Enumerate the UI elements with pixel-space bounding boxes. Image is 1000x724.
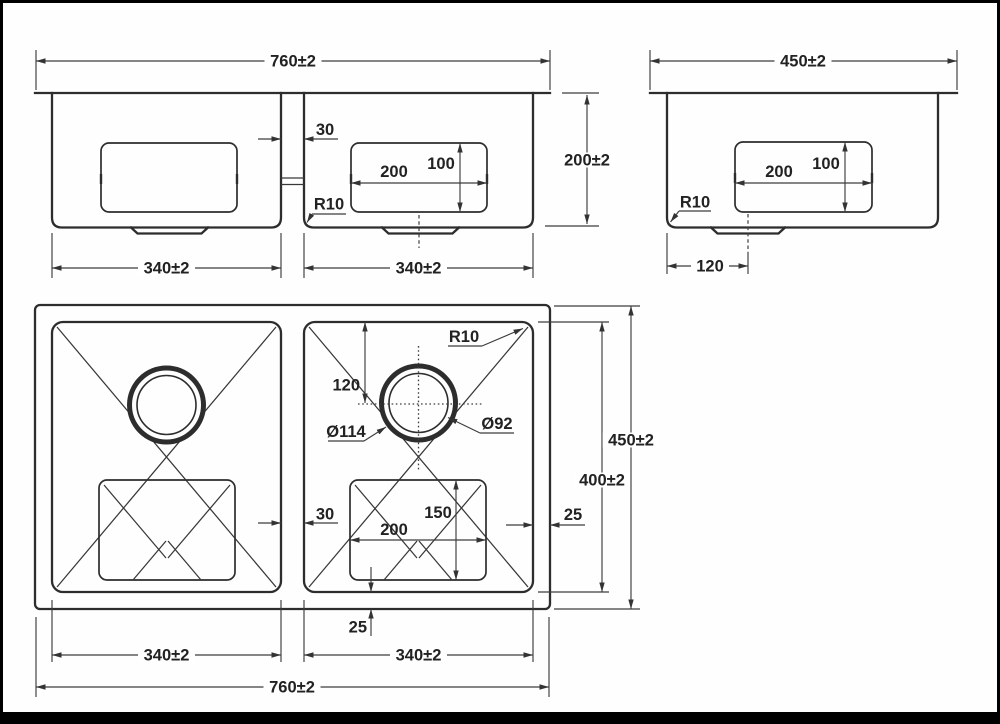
front-plate-height-label: 100 xyxy=(427,155,455,173)
plan-overall-width-label: 760±2 xyxy=(269,679,315,697)
plan-overall-depth-label: 450±2 xyxy=(608,432,654,450)
plan-flange-leader xyxy=(363,426,387,442)
plan-plate-height-label: 150 xyxy=(424,504,452,522)
front-left-drain-bump xyxy=(129,225,210,235)
front-bowl-extension-lines xyxy=(51,233,534,278)
side-drain-offset-label: 120 xyxy=(696,258,724,276)
plan-right-plate-diagonals xyxy=(354,484,482,581)
label-mask xyxy=(263,679,321,695)
front-divider-seam-lines xyxy=(281,177,304,186)
plan-right-bowl-outline xyxy=(302,320,535,594)
label-mask xyxy=(573,472,631,488)
plan-flange-dia-label: Ø114 xyxy=(326,423,366,441)
side-radius-label: R10 xyxy=(680,194,710,212)
plan-radius-leader xyxy=(481,327,524,347)
plan-drain-offset-label: 120 xyxy=(332,377,360,395)
side-plate-height-label: 100 xyxy=(812,155,840,173)
plan-view: 120 R10 Ø114 Ø92 30 200 150 25 25 400 xyxy=(33,303,660,697)
plan-radius-label: R10 xyxy=(449,328,479,346)
front-right-bowl-label: 340±2 xyxy=(396,260,442,278)
front-right-bowl-outline xyxy=(302,91,535,229)
plan-left-bowl-outline xyxy=(50,320,283,594)
front-left-bowl-outline xyxy=(50,91,283,229)
front-right-drain-bump xyxy=(380,225,461,235)
plan-left-drain-plate xyxy=(98,479,236,581)
label-mask xyxy=(390,647,447,663)
plan-right-drain-flange xyxy=(379,363,458,443)
front-left-plate-ticks xyxy=(99,174,239,184)
front-radius-label: R10 xyxy=(314,196,344,214)
label-mask xyxy=(390,260,447,276)
front-radius-leader xyxy=(306,212,315,223)
side-plate-width-label: 200 xyxy=(765,163,793,181)
plan-hole-dia-label: Ø92 xyxy=(481,415,512,433)
front-plate-width-label: 200 xyxy=(380,163,408,181)
label-mask xyxy=(558,152,616,168)
plan-rim-gap-bottom-label: 25 xyxy=(349,619,367,637)
plan-left-drain-flange xyxy=(127,365,206,445)
side-radius-leader xyxy=(670,210,680,223)
label-mask xyxy=(138,260,195,276)
plan-left-bowl-label: 340±2 xyxy=(144,647,190,665)
side-bowl-outline xyxy=(665,91,940,229)
front-height-label: 200±2 xyxy=(564,152,610,170)
plan-right-extension-lines xyxy=(538,305,640,610)
front-view: 760±2 200±2 30 200 100 R10 340±2 340±2 xyxy=(33,50,616,278)
plan-divider-label: 30 xyxy=(316,506,334,524)
plan-rim-gap-right-label: 25 xyxy=(564,506,582,524)
label-mask xyxy=(138,647,195,663)
paper-background xyxy=(3,3,997,712)
plan-hole-leader xyxy=(447,416,481,434)
front-left-bowl-label: 340±2 xyxy=(144,260,190,278)
front-height-extension-lines xyxy=(545,92,599,227)
side-depth-label: 450±2 xyxy=(780,53,826,71)
plan-bowl-depth-label: 400±2 xyxy=(579,472,625,490)
front-overall-width-label: 760±2 xyxy=(270,53,316,71)
front-width-extension-lines xyxy=(35,50,551,90)
plan-right-drain-plate xyxy=(349,479,487,581)
plan-left-plate-diagonals xyxy=(103,484,231,581)
plan-rim-outline xyxy=(33,303,552,611)
label-mask xyxy=(602,432,660,448)
side-depth-extension-lines xyxy=(649,50,958,90)
plan-bottom-extension-lines xyxy=(35,600,550,697)
plan-left-drain-hole xyxy=(136,374,197,436)
plan-right-drain-hole xyxy=(388,372,449,434)
plan-plate-width-label: 200 xyxy=(380,521,408,539)
label-mask xyxy=(691,258,729,274)
side-view: 450±2 200 100 R10 120 xyxy=(648,50,959,276)
plan-right-bowl-diagonals xyxy=(308,326,529,588)
plan-left-bowl-diagonals xyxy=(56,326,277,588)
front-divider-label: 30 xyxy=(316,121,334,139)
plan-right-bowl-label: 340±2 xyxy=(396,647,442,665)
label-mask xyxy=(774,53,832,69)
label-mask xyxy=(264,53,322,69)
